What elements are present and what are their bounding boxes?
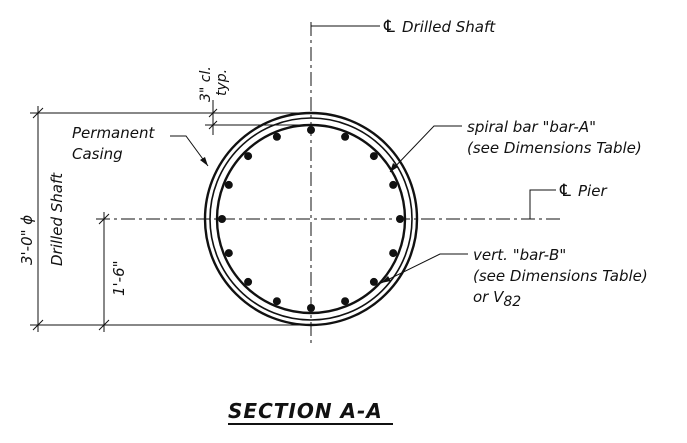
rebar-dot [396,215,404,223]
rebar-dot [341,132,350,141]
clearance-label: 3" cl. [198,66,214,102]
vert-leader [380,253,468,284]
rebar-dot [272,132,281,141]
rebar-dot [218,215,226,223]
rebar-dot [307,126,315,134]
vert-arrowhead [381,276,391,283]
vert-label-subscript: 82 [503,294,521,310]
rebar-dot [224,180,233,189]
vert-label-prefix: or V [473,288,505,306]
rebar-dot [244,277,253,286]
diameter-tick-bottom [32,319,44,331]
diameter-dim-label: 3'-0" ϕ [18,215,36,265]
casing-label-line2: Casing [72,145,123,163]
rebar-dot [369,277,378,286]
vert-label-line1: vert. "bar-B" [473,246,566,264]
diameter-caption: Drilled Shaft [48,172,66,266]
spiral-label-line2: (see Dimensions Table) [467,139,642,157]
clearance-typ-label: typ. [214,69,230,96]
casing-arrowhead [200,157,208,166]
rebar-dot [389,249,398,258]
radius-tick-bottom [98,319,110,331]
casing-outer-circle [203,111,419,327]
shaft-cl-label: Drilled Shaft [402,18,496,36]
shaft-cl-symbol: ℄ [383,17,395,37]
pier-cl-label: Pier [578,182,607,200]
radius-dim-label: 1'-6" [110,260,128,296]
rebar-dot [341,297,350,306]
pier-cl-leader [529,189,556,219]
spiral-arrowhead [390,163,398,172]
casing-leader [170,135,209,167]
rebar-dot [369,152,378,161]
section-title: SECTION A-A [228,399,383,423]
vertical-rebar-group [218,126,404,312]
clearance-tick-bottom [208,120,218,130]
rebar-dot [307,304,315,312]
rebar-dot [389,180,398,189]
spiral-label-line1: spiral bar "bar-A" [467,118,596,136]
diameter-tick-top [32,107,44,119]
rebar-dot [224,249,233,258]
vert-label-line2: (see Dimensions Table) [473,267,648,285]
shaft-circle [209,117,413,321]
radius-tick-top [98,213,110,225]
casing-label-line1: Permanent [72,124,155,142]
rebar-dot [244,152,253,161]
pier-cl-symbol: ℄ [559,181,571,201]
vert-label-line3: or V82 [473,288,521,310]
spiral-leader [389,125,462,173]
rebar-dot [272,297,281,306]
